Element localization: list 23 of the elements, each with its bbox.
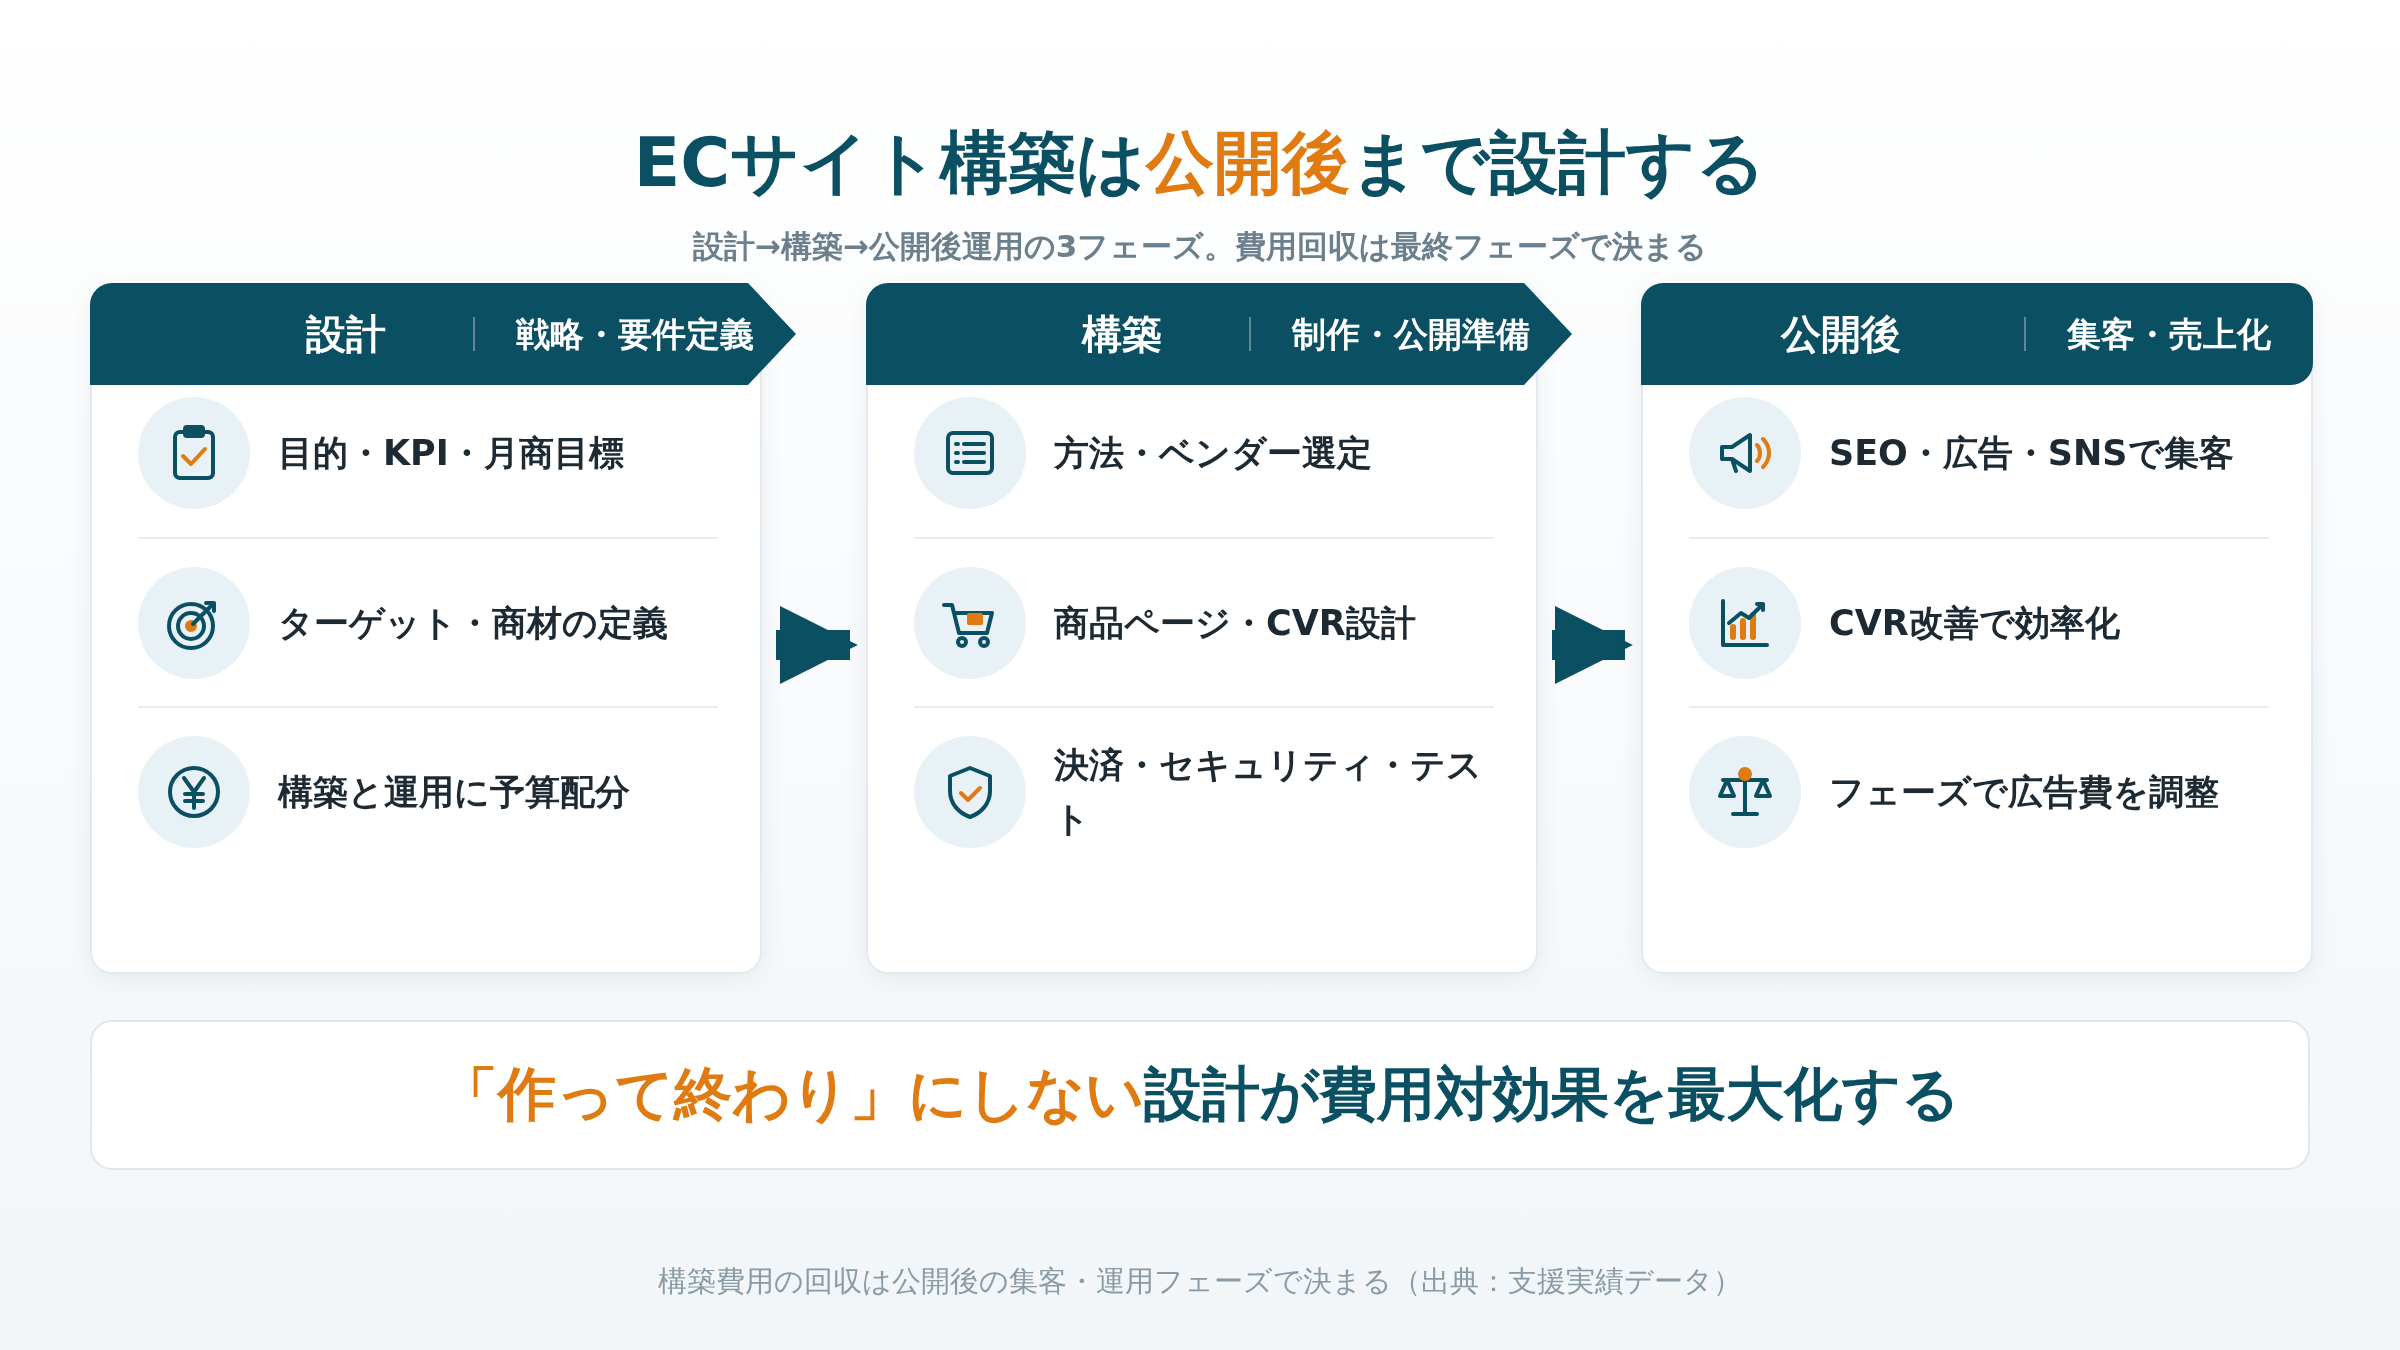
item-text: 目的・KPI・月商目標 [278,431,625,475]
phase-subtitle: 戦略・要件定義 [516,313,754,356]
phase-name: 構築 [1082,310,1162,359]
item-text: 方法・ベンダー選定 [1054,431,1373,475]
summary-banner [90,1020,2310,1170]
phase-subtitle: 集客・売上化 [2067,313,2271,356]
item-text: SEO・広告・SNSで集客 [1829,431,2235,475]
arrow [1552,606,1633,684]
phase-name: 設計 [306,310,386,359]
phase-name: 公開後 [1781,310,1901,359]
title: ECサイト構築は公開後まで設計する [632,122,1768,204]
caption: 構築費用の回収は公開後の集客・運用フェーズで決まる（出典：支援実績データ） [657,1263,1743,1300]
item-text: 構築と運用に予算配分 [278,770,631,814]
phase-card [1641,283,2313,974]
item-text: 決済・セキュリティ・テスト [1054,743,1483,841]
item-text: フェーズで広告費を調整 [1829,770,2220,814]
arrow [776,606,858,684]
item-text: CVR改善で効率化 [1829,601,2121,645]
subtitle: 設計→構築→公開後運用の3フェーズ。費用回収は最終フェーズで決まる [691,227,1709,266]
item-text: ターゲット・商材の定義 [278,601,669,645]
item-text: 商品ページ・CVR設計 [1054,601,1417,645]
phase-subtitle: 制作・公開準備 [1292,313,1530,356]
summary-text: 「作って終わり」にしない設計が費用対効果を最大化する [439,1059,1961,1130]
